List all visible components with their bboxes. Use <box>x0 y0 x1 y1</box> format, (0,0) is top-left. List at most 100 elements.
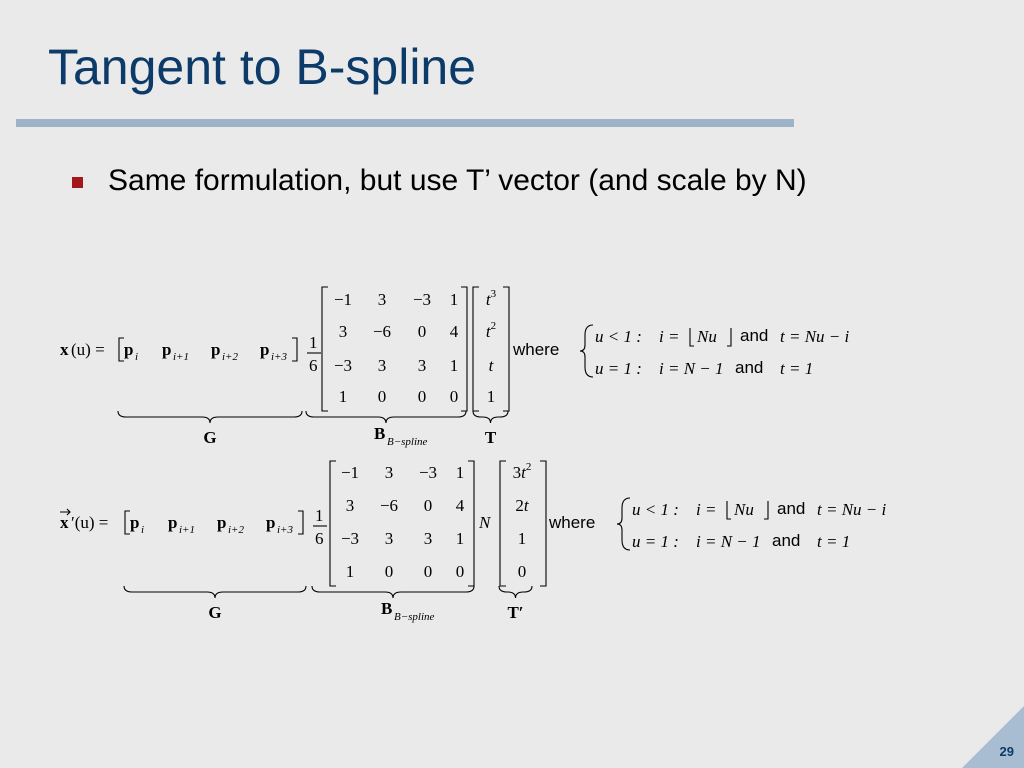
condition2-and: and <box>735 358 763 377</box>
tvector-bracket-left <box>472 286 479 412</box>
cases-brace <box>616 497 631 551</box>
control-point: p <box>124 340 133 359</box>
matrix-entry: 4 <box>456 496 465 515</box>
control-point-subscript: i+1 <box>179 524 195 536</box>
page-number: 29 <box>999 744 1014 759</box>
condition1-t: t = Nu − i <box>780 327 850 346</box>
matrix-entry: 3 <box>385 463 394 482</box>
control-point-subscript: i+3 <box>277 524 293 536</box>
scale-denominator: 6 <box>309 356 318 375</box>
matrix-entry: −1 <box>334 290 352 309</box>
floor-brackets <box>689 328 732 347</box>
matrix-bracket-left <box>321 286 328 412</box>
floor-brackets <box>726 501 769 520</box>
control-point: p <box>130 513 139 532</box>
corner-decoration <box>962 706 1024 768</box>
matrix-entry: 3 <box>346 496 355 515</box>
control-point-subscript: i+2 <box>228 524 244 536</box>
tvector-bracket-right <box>540 460 547 587</box>
tvector-entry: t3 <box>486 288 497 309</box>
condition2-i: i = N − 1 <box>659 359 724 378</box>
tvector-entry: 3t2 <box>513 461 532 482</box>
label-B-subscript: B−spline <box>387 436 428 448</box>
bullet-marker-icon <box>72 177 83 188</box>
tvector-bracket-right <box>503 286 510 412</box>
geometry-bracket-left <box>118 337 124 362</box>
condition1-and: and <box>740 326 768 345</box>
matrix-entry: −3 <box>341 529 359 548</box>
matrix-entry: 1 <box>450 290 459 309</box>
bullet-text: Same formulation, but use T’ vector (and… <box>108 164 807 197</box>
tvector-entry: 1 <box>487 387 496 406</box>
control-point: p <box>266 513 275 532</box>
condition2-t: t = 1 <box>817 532 850 551</box>
matrix-entry: −3 <box>413 290 431 309</box>
geometry-bracket-right <box>292 337 298 362</box>
tvector-entry: 0 <box>518 562 527 581</box>
matrix-entry: 3 <box>418 356 427 375</box>
matrix-entry: 3 <box>378 290 387 309</box>
matrix-entry: 0 <box>456 562 465 581</box>
condition2-and: and <box>772 531 800 550</box>
label-T: T′ <box>507 603 523 622</box>
matrix-entry: 3 <box>378 356 387 375</box>
tvector-bracket-left <box>499 460 506 587</box>
condition1-floor-arg: Nu <box>733 500 754 519</box>
condition1-lhs: u < 1 : <box>632 500 679 519</box>
tvector-entry: t2 <box>486 320 496 341</box>
lhs-argument: (u) = <box>71 340 105 359</box>
underbrace-B <box>305 410 467 424</box>
underbrace-G <box>117 410 303 424</box>
control-point-subscript: i <box>141 524 144 536</box>
condition2-lhs: u = 1 : <box>595 359 642 378</box>
matrix-entry: −3 <box>419 463 437 482</box>
matrix-entry: 0 <box>424 562 433 581</box>
matrix-entry: 1 <box>456 463 465 482</box>
scale-N: N <box>478 513 492 532</box>
title-rule <box>16 119 794 127</box>
matrix-entry: 0 <box>378 387 387 406</box>
matrix-entry: 4 <box>450 322 459 341</box>
cases-brace <box>579 324 594 378</box>
matrix-entry: 1 <box>450 356 459 375</box>
vector-arrow-icon <box>60 508 71 516</box>
condition1-t: t = Nu − i <box>817 500 887 519</box>
tvector-entry: t <box>489 356 495 375</box>
condition1-lhs: u < 1 : <box>595 327 642 346</box>
control-point: p <box>211 340 220 359</box>
condition1-i: i = <box>696 500 716 519</box>
control-point-subscript: i+3 <box>271 351 287 363</box>
matrix-entry: 0 <box>424 496 433 515</box>
tvector-entry: 2t <box>515 496 530 515</box>
control-point-subscript: i+1 <box>173 351 189 363</box>
condition1-i: i = <box>659 327 679 346</box>
tvector-entry: 1 <box>518 529 527 548</box>
slide-title: Tangent to B-spline <box>48 39 477 95</box>
geometry-bracket-left <box>124 510 130 535</box>
lhs-variable: x <box>60 340 69 359</box>
matrix-entry: 1 <box>339 387 348 406</box>
matrix-bracket-left <box>329 460 336 587</box>
matrix-entry: −6 <box>373 322 391 341</box>
label-B-subscript: B−spline <box>394 611 435 623</box>
control-point: p <box>217 513 226 532</box>
lhs-argument: ′(u) = <box>71 513 108 532</box>
condition1-floor-arg: Nu <box>696 327 717 346</box>
where-label: where <box>512 340 559 359</box>
scale-numerator: 1 <box>315 506 324 525</box>
control-point-subscript: i+2 <box>222 351 238 363</box>
where-label: where <box>548 513 595 532</box>
control-point: p <box>162 340 171 359</box>
matrix-entry: 3 <box>424 529 433 548</box>
scale-denominator: 6 <box>315 529 324 548</box>
matrix-entry: 0 <box>418 387 427 406</box>
label-B: B <box>374 424 385 443</box>
matrix-bracket-right <box>461 286 468 412</box>
condition2-t: t = 1 <box>780 359 813 378</box>
matrix-entry: 1 <box>346 562 355 581</box>
control-point: p <box>168 513 177 532</box>
label-B: B <box>381 599 392 618</box>
matrix-entry: 3 <box>385 529 394 548</box>
matrix-entry: 1 <box>456 529 465 548</box>
